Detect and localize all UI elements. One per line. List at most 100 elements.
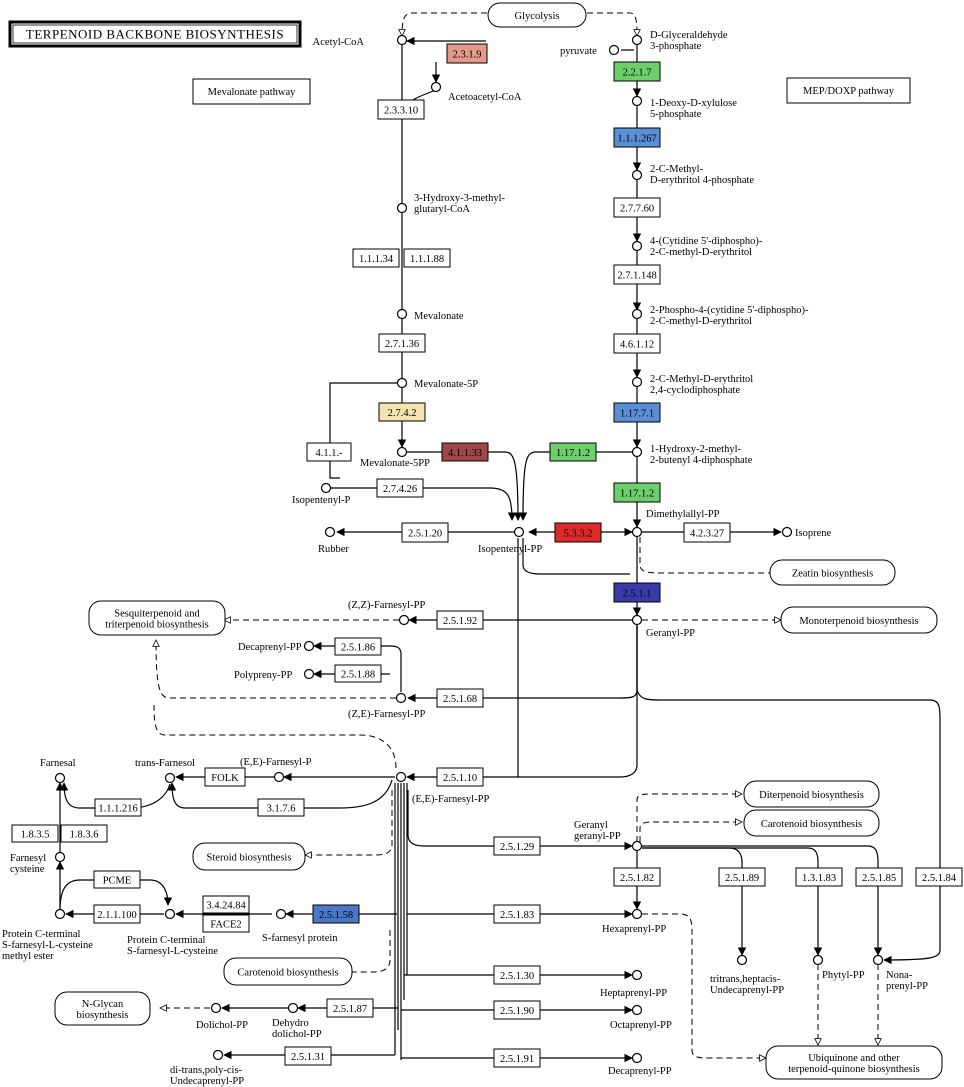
compound-sfprot[interactable]: S-farnesyl protein	[262, 908, 338, 945]
compound-node[interactable]	[631, 969, 643, 981]
enzyme-1-8-3-5[interactable]: 1.8.3.5	[11, 824, 59, 843]
compound-node[interactable]	[396, 202, 408, 214]
compound-rubber[interactable]: Rubber	[318, 526, 349, 556]
enzyme-3-4-24-84[interactable]: 3.4.24.84	[202, 895, 250, 914]
enzyme-2-7-7-60[interactable]: 2.7.7.60	[613, 197, 661, 218]
compound-decaprenylpp1[interactable]: Decaprenyl-PP	[238, 640, 315, 654]
compound-hexaprenylpp[interactable]: Hexaprenyl-PP	[602, 908, 666, 936]
compound-zzfpp[interactable]: (Z,Z)-Farnesyl-PP	[348, 600, 425, 626]
compound-node[interactable]	[631, 34, 643, 46]
compound-node[interactable]	[812, 954, 824, 966]
pathway-steroid[interactable]: Steroid biosynthesis	[192, 842, 306, 871]
pathway-diterpenoid[interactable]: Diterpenoid biosynthesis	[743, 780, 880, 808]
compound-gpp[interactable]: Geranyl-PP	[631, 614, 696, 640]
compound-farnesal[interactable]: Farnesal	[40, 758, 76, 784]
enzyme-4-2-3-27[interactable]: 4.2.3.27	[683, 522, 731, 543]
compound-node[interactable]	[631, 526, 643, 538]
enzyme-1-17-1-2[interactable]: 1.17.1.2	[613, 482, 661, 503]
compound-node[interactable]	[287, 1002, 299, 1014]
compound-node[interactable]	[631, 376, 643, 388]
enzyme-2-5-1-87[interactable]: 2.5.1.87	[326, 998, 374, 1018]
compound-node[interactable]	[273, 771, 285, 783]
compound-pcme[interactable]: Protein C-terminalS-farnesyl-L-cysteinem…	[2, 908, 93, 963]
enzyme-2-5-1-20[interactable]: 2.5.1.20	[401, 522, 449, 543]
compound-dolicholpp[interactable]: Dolichol-PP	[196, 1002, 248, 1032]
compound-hmgcoa[interactable]: 3-Hydroxy-3-methyl-glutaryl-CoA	[396, 193, 506, 215]
enzyme-1-3-1-83[interactable]: 1.3.1.83	[795, 867, 843, 887]
compound-nonaprenylpp[interactable]: Nona-prenyl-PP	[872, 954, 929, 993]
compound-acetylcoa[interactable]: Acetyl-CoA	[313, 34, 408, 49]
compound-octaprenylpp[interactable]: Octaprenyl-PP	[610, 1004, 672, 1032]
enzyme-2-7-1-36[interactable]: 2.7.1.36	[378, 333, 426, 353]
compound-node[interactable]	[210, 1002, 222, 1014]
pathway-carotenoid1[interactable]: Carotenoid biosynthesis	[743, 809, 880, 837]
compound-node[interactable]	[275, 908, 287, 920]
compound-node[interactable]	[54, 908, 66, 920]
compound-mevalonate5p[interactable]: Mevalonate-5P	[396, 377, 479, 391]
compound-decaprenylpp2[interactable]: Decaprenyl-PP	[608, 1052, 672, 1078]
compound-cdpmep[interactable]: 2-Phospho-4-(cytidine 5'-diphospho)-2-C-…	[631, 305, 809, 327]
enzyme-2-5-1-85[interactable]: 2.5.1.85	[855, 867, 903, 887]
compound-zefpp[interactable]: (Z,E)-Farnesyl-PP	[348, 692, 425, 721]
compound-mevalonate5pp[interactable]: Mevalonate-5PP	[360, 446, 430, 470]
compound-node[interactable]	[513, 526, 525, 538]
compound-hmbpp[interactable]: 1-Hydroxy-2-methyl-2-butenyl 4-diphospha…	[631, 444, 753, 466]
compound-transfarnesol[interactable]: trans-Farnesol	[135, 758, 195, 784]
enzyme-pcme[interactable]: PCME	[93, 870, 141, 889]
enzyme-1-1-1-267[interactable]: 1.1.1.267	[613, 127, 661, 148]
compound-node[interactable]	[631, 446, 643, 458]
compound-node[interactable]	[396, 377, 408, 389]
compound-node[interactable]	[631, 169, 643, 181]
enzyme-2-5-1-29[interactable]: 2.5.1.29	[493, 836, 541, 856]
compound-node[interactable]	[631, 308, 643, 320]
enzyme-5-3-3-2[interactable]: 5.3.3.2	[554, 522, 602, 543]
compound-node[interactable]	[631, 1004, 643, 1016]
enzyme-2-5-1-10[interactable]: 2.5.1.10	[436, 767, 484, 787]
enzyme-2-2-1-7[interactable]: 2.2.1.7	[613, 61, 661, 82]
compound-node[interactable]	[324, 526, 336, 538]
enzyme-1-1-1-34[interactable]: 1.1.1.34	[352, 248, 400, 268]
enzyme-2-1-1-100[interactable]: 2.1.1.100	[93, 904, 141, 924]
enzyme-2-5-1-68[interactable]: 2.5.1.68	[436, 688, 484, 708]
compound-node[interactable]	[631, 614, 643, 626]
enzyme-face2[interactable]: FACE2	[202, 914, 250, 933]
compound-eefp[interactable]: (E,E)-Farnesyl-P	[240, 757, 312, 783]
enzyme-1-8-3-6[interactable]: 1.8.3.6	[60, 824, 108, 843]
pathway-glycolysis[interactable]: Glycolysis	[487, 2, 587, 28]
enzyme-2-5-1-1[interactable]: 2.5.1.1	[613, 582, 661, 603]
enzyme-folk[interactable]: FOLK	[204, 767, 246, 787]
compound-isoprene[interactable]: Isoprene	[781, 526, 832, 540]
compound-node[interactable]	[164, 772, 176, 784]
enzyme-4-6-1-12[interactable]: 4.6.1.12	[613, 333, 661, 354]
enzyme-2-3-3-10[interactable]: 2.3.3.10	[377, 99, 425, 120]
enzyme-2-5-1-86[interactable]: 2.5.1.86	[334, 637, 382, 656]
enzyme-2-5-1-84[interactable]: 2.5.1.84	[915, 867, 963, 887]
enzyme-4-1-1--[interactable]: 4.1.1.-	[306, 442, 352, 462]
enzyme-2-5-1-30[interactable]: 2.5.1.30	[493, 965, 541, 985]
compound-node[interactable]	[736, 954, 748, 966]
compound-heptaprenylpp[interactable]: Heptaprenyl-PP	[600, 969, 667, 1000]
enzyme-1-17-7-1[interactable]: 1.17.7.1	[613, 402, 661, 423]
pathway-zeatin[interactable]: Zeatin biosynthesis	[769, 559, 896, 586]
pathway-carotenoid2[interactable]: Carotenoid biosynthesis	[223, 957, 353, 986]
compound-mecpp[interactable]: 2-C-Methyl-D-erythritol2,4-cyclodiphosph…	[631, 374, 754, 396]
compound-isopentenylp[interactable]: Isopentenyl-P	[292, 482, 350, 507]
enzyme-2-7-1-148[interactable]: 2.7.1.148	[613, 264, 661, 285]
compound-ditrans[interactable]: di-trans,poly-cis-Undecaprenyl-PP	[170, 1049, 244, 1087]
compound-node[interactable]	[54, 851, 66, 863]
compound-ipp[interactable]: Isopentenyl-PP	[478, 526, 542, 556]
enzyme-2-5-1-92[interactable]: 2.5.1.92	[436, 610, 484, 630]
enzyme-2-5-1-91[interactable]: 2.5.1.91	[493, 1048, 541, 1068]
compound-cdpme[interactable]: 4-(Cytidine 5'-diphospho)-2-C-methyl-D-e…	[631, 236, 763, 258]
enzyme-2-5-1-82[interactable]: 2.5.1.82	[613, 867, 661, 887]
enzyme-2-5-1-89[interactable]: 2.5.1.89	[718, 867, 766, 887]
compound-dmapp[interactable]: Dimethylallyl-PP	[631, 509, 720, 538]
compound-node[interactable]	[631, 908, 643, 920]
compound-node[interactable]	[608, 44, 620, 56]
compound-mep[interactable]: 2-C-Methyl-D-erythritol 4-phosphate	[631, 164, 755, 186]
